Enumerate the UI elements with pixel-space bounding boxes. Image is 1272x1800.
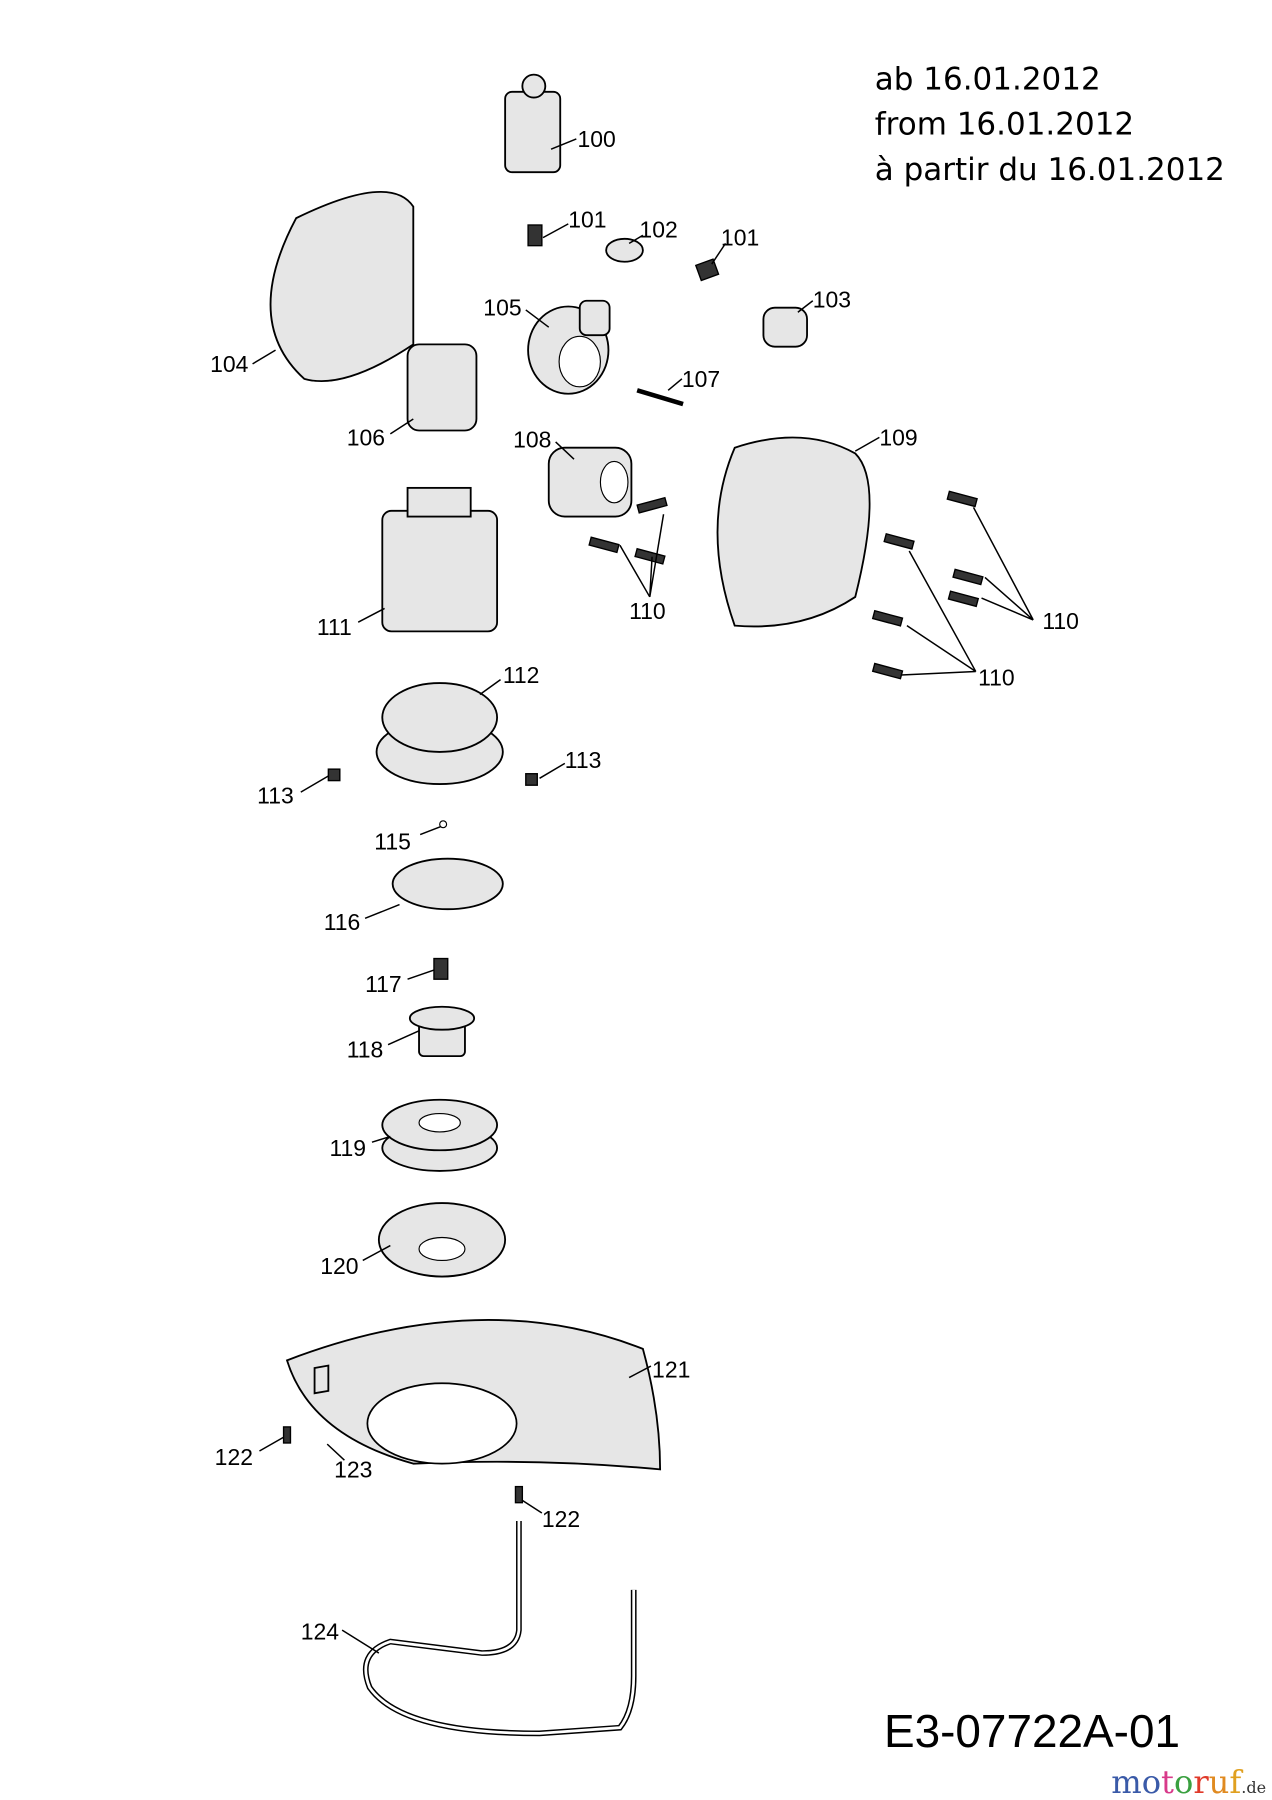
part-101-spring bbox=[527, 224, 543, 247]
label-113a: 113 bbox=[565, 747, 602, 773]
label-105: 105 bbox=[483, 295, 521, 321]
part-109-motor-cover bbox=[716, 436, 871, 628]
label-101: 101 bbox=[568, 206, 606, 232]
guard-opening bbox=[366, 1382, 518, 1465]
label-123: 123 bbox=[334, 1456, 372, 1482]
part-115-ball bbox=[439, 820, 448, 829]
label-110a: 110 bbox=[629, 598, 666, 624]
label-119: 119 bbox=[329, 1135, 366, 1161]
label-122a: 122 bbox=[215, 1444, 253, 1470]
label-121: 121 bbox=[652, 1357, 690, 1383]
part-113-clip-2 bbox=[525, 773, 538, 786]
label-112: 112 bbox=[503, 662, 540, 688]
validity-de: ab 16.01.2012 bbox=[875, 62, 1101, 98]
label-110b: 110 bbox=[1042, 608, 1079, 634]
part-122-screw bbox=[282, 1426, 292, 1444]
label-101b: 101 bbox=[721, 225, 759, 251]
validity-en: from 16.01.2012 bbox=[875, 106, 1134, 142]
diagram-code: E3-07722A-01 bbox=[884, 1705, 1180, 1757]
label-118: 118 bbox=[347, 1036, 384, 1062]
label-108: 108 bbox=[513, 427, 551, 453]
part-113-clip bbox=[327, 768, 341, 782]
label-111: 111 bbox=[317, 614, 352, 640]
part-120-spool-cover bbox=[377, 1202, 507, 1278]
label-116: 116 bbox=[324, 909, 361, 935]
part-119-spool bbox=[381, 1098, 499, 1172]
part-104-housing-half bbox=[269, 190, 415, 382]
watermark-logo: motoruf.de bbox=[1111, 1763, 1266, 1800]
part-101-spring-2 bbox=[694, 258, 720, 282]
part-105-sleeve bbox=[527, 299, 611, 395]
label-110c: 110 bbox=[978, 664, 1015, 690]
label-104: 104 bbox=[210, 351, 249, 377]
label-113b: 113 bbox=[257, 783, 294, 809]
part-108-handle-piece bbox=[547, 446, 633, 518]
label-117: 117 bbox=[365, 971, 402, 997]
part-118-spool-insert bbox=[408, 1005, 476, 1058]
part-117-spring bbox=[433, 957, 449, 980]
part-123-label bbox=[313, 1364, 330, 1395]
part-112-fan bbox=[375, 682, 504, 785]
callout-labels: 100 101 102 101 103 105 104 107 106 108 … bbox=[210, 126, 1079, 1644]
label-122b: 122 bbox=[542, 1506, 580, 1532]
part-110-screws bbox=[588, 490, 984, 680]
part-116-spool-holder bbox=[391, 857, 504, 911]
part-124-wire-bracket bbox=[362, 1521, 637, 1737]
label-100: 100 bbox=[577, 126, 615, 152]
part-102-button bbox=[605, 237, 644, 263]
label-109: 109 bbox=[879, 424, 917, 450]
part-107-pin bbox=[636, 388, 684, 407]
part-100-switch-cover bbox=[504, 73, 562, 174]
label-106: 106 bbox=[347, 424, 385, 450]
motoruf-watermark: motoruf.de bbox=[1111, 1763, 1266, 1800]
label-107: 107 bbox=[682, 366, 720, 392]
label-103: 103 bbox=[813, 287, 851, 313]
part-103-knob bbox=[762, 306, 808, 348]
label-102: 102 bbox=[639, 217, 677, 243]
validity-fr: à partir du 16.01.2012 bbox=[875, 152, 1225, 188]
label-115: 115 bbox=[374, 828, 411, 854]
label-124: 124 bbox=[301, 1618, 340, 1644]
label-120: 120 bbox=[320, 1253, 358, 1279]
leader-lines bbox=[252, 138, 1034, 1654]
part-106-brush-holder bbox=[406, 343, 478, 432]
part-111-motor bbox=[381, 486, 499, 633]
part-122-screw-2 bbox=[514, 1485, 524, 1504]
